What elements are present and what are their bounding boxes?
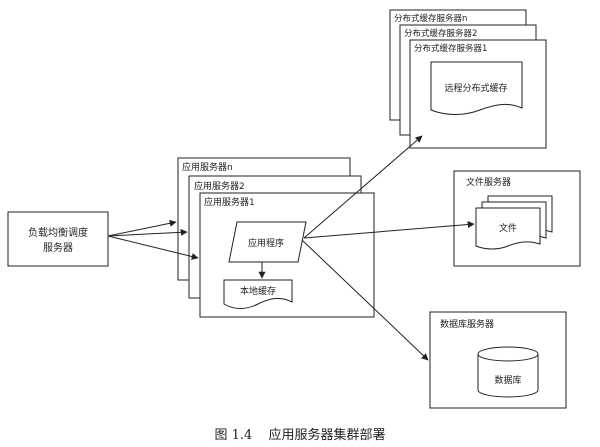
arrow-lb-to-app-1 [107, 235, 199, 260]
architecture-diagram: 负载均衡调度 服务器 应用服务器n 应用服务器2 应用服务器1 应用程序 本地缓… [7, 9, 581, 409]
file-server-title: 文件服务器 [466, 176, 511, 188]
arrow-app-to-remote-cache [303, 135, 423, 239]
db-server-title: 数据库服务器 [440, 318, 494, 330]
local-cache-label: 本地缓存 [240, 285, 276, 297]
figure-caption: 图 1.4 应用服务器集群部署 [0, 424, 600, 443]
files-node: 文件 [475, 195, 553, 250]
database-label: 数据库 [494, 374, 521, 386]
files-label: 文件 [499, 222, 517, 234]
cache-server-1-label: 分布式缓存服务器1 [414, 43, 487, 54]
local-cache-node: 本地缓存 [223, 279, 293, 309]
cache-server-2-label: 分布式缓存服务器2 [404, 28, 477, 39]
remote-cache-node: 远程分布式缓存 [430, 61, 523, 115]
arrow-lb-to-app-2 [107, 228, 188, 237]
app-server-2-label: 应用服务器2 [194, 180, 245, 192]
load-balancer-node: 负载均衡调度 服务器 [7, 211, 109, 267]
figure-number: 图 1.4 [214, 428, 253, 443]
database-cylinder: 数据库 [477, 346, 539, 398]
app-program-label: 应用程序 [248, 237, 284, 249]
cache-server-n-label: 分布式缓存服务器n [394, 13, 467, 24]
app-server-n-label: 应用服务器n [182, 161, 233, 173]
app-server-1-label: 应用服务器1 [204, 196, 255, 208]
load-balancer-label-1: 负载均衡调度 [28, 226, 88, 239]
figure-title: 应用服务器集群部署 [268, 428, 386, 443]
remote-cache-label: 远程分布式缓存 [444, 82, 507, 94]
app-program-node: 应用程序 [228, 221, 307, 263]
connections [107, 135, 475, 361]
arrow-app-to-database [301, 239, 429, 361]
arrow-lb-to-app-n [107, 219, 177, 237]
load-balancer-label-2: 服务器 [43, 241, 73, 254]
arrow-app-to-files [303, 221, 475, 239]
